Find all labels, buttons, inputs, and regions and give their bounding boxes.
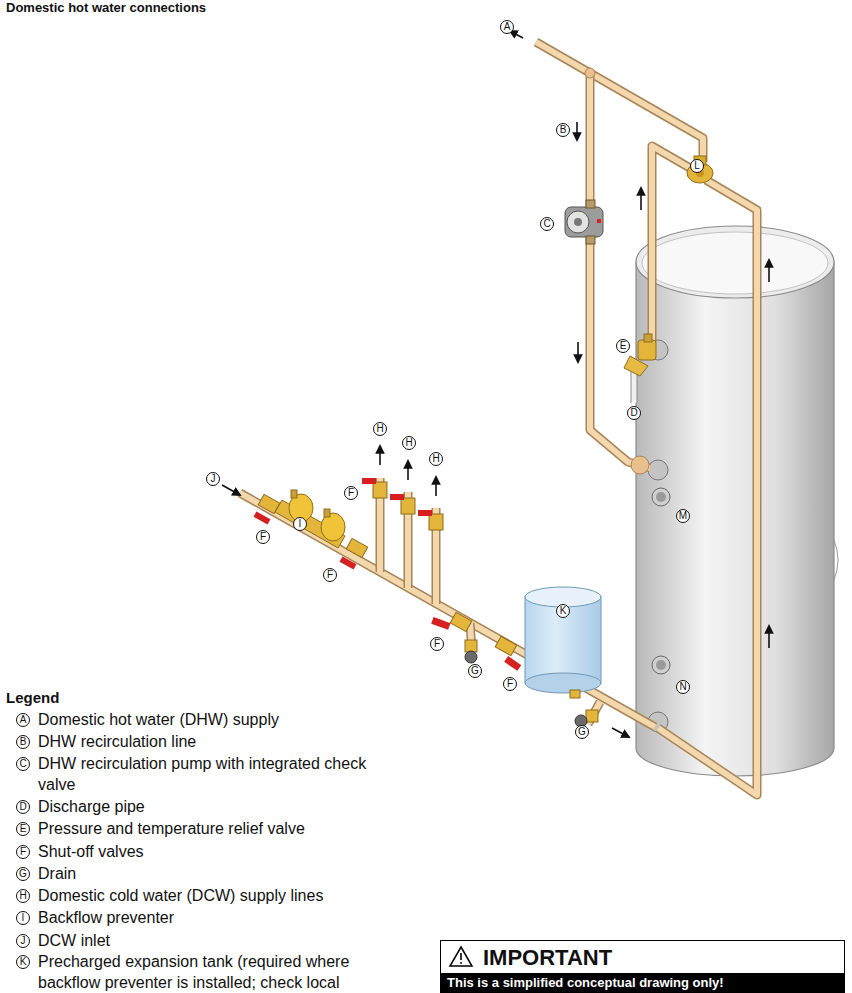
callout-letter: G — [16, 867, 30, 881]
pipework — [240, 42, 757, 795]
callout-letter: L — [690, 159, 704, 173]
callout-letter: D — [627, 406, 641, 420]
legend-entry: DHW recirculation line — [38, 731, 400, 752]
callout-letter: J — [206, 472, 220, 486]
callout-letter: G — [575, 725, 589, 739]
callout-letter: F — [503, 677, 517, 691]
mixing-valve — [687, 156, 713, 183]
drain-valves — [465, 640, 598, 727]
legend-entry: DCW inlet — [38, 930, 400, 951]
callout-letter: J — [16, 934, 30, 948]
callout-letter: K — [556, 604, 570, 618]
flow-arrows — [222, 31, 769, 737]
callout-letter: B — [16, 735, 30, 749]
callout-letter: C — [16, 757, 30, 771]
legend-entry: Discharge pipe — [38, 796, 400, 817]
callout-letter: A — [16, 713, 30, 727]
callout-letter: I — [16, 911, 30, 925]
legend-entry: Pressure and temperature relief valve — [38, 818, 400, 839]
notice-box: IMPORTANT This is a simplified conceptual… — [440, 940, 845, 993]
callout-letter: K — [16, 955, 30, 969]
notice-text: This is a simplified conceptual drawing … — [441, 973, 844, 992]
storage-tank — [636, 226, 838, 776]
ball-valves — [254, 478, 522, 671]
callout-letter: F — [323, 568, 337, 582]
callout-letter: H — [16, 889, 30, 903]
legend-entry: Domestic hot water (DHW) supply — [38, 709, 400, 730]
callout-letter: H — [402, 436, 416, 450]
callout-letter: D — [16, 800, 30, 814]
callout-letter: I — [293, 517, 307, 531]
callout-letter: F — [344, 486, 358, 500]
callout-letter: A — [500, 20, 514, 34]
callout-letter: F — [430, 637, 444, 651]
recirculation-pump — [565, 200, 603, 244]
callout-letter: H — [429, 452, 443, 466]
callout-letter: E — [616, 339, 630, 353]
legend-entry: Shut-off valves — [38, 841, 400, 862]
legend-entry: Domestic cold water (DCW) supply lines — [38, 885, 400, 906]
warning-icon — [450, 947, 472, 966]
callout-letter: F — [256, 530, 270, 544]
callout-letter: B — [556, 123, 570, 137]
diagram-title: Domestic hot water connections — [6, 0, 206, 15]
expansion-tank — [525, 587, 601, 698]
callout-letter: H — [373, 422, 387, 436]
callout-letter: G — [468, 664, 482, 678]
legend-entry: Drain — [38, 863, 400, 884]
callout-letter: M — [676, 509, 690, 523]
callout-letter: N — [676, 680, 690, 694]
legend-heading: Legend — [6, 689, 59, 706]
legend-entry: Backflow preventer — [38, 907, 400, 928]
callout-letter: C — [540, 217, 554, 231]
legend-entry: DHW recirculation pump with integrated c… — [38, 753, 400, 795]
legend-entry: Precharged expansion tank (required wher… — [38, 951, 400, 993]
relief-valve — [624, 334, 656, 376]
callout-letter: E — [16, 822, 30, 836]
notice-heading: IMPORTANT — [483, 945, 612, 971]
backflow-preventer — [275, 490, 345, 548]
discharge-pipe — [631, 372, 638, 403]
callout-letter: F — [16, 845, 30, 859]
